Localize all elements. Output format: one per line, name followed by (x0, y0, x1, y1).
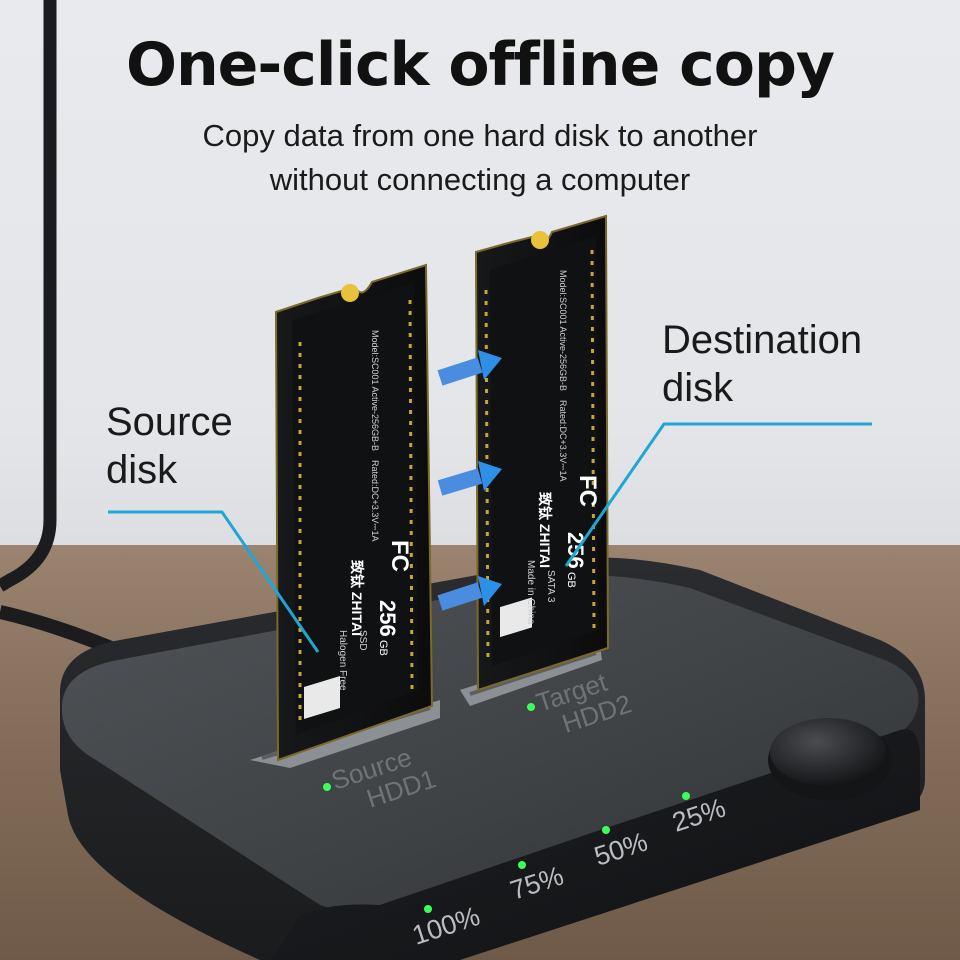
subheadline-line2: without connecting a computer (269, 162, 691, 197)
copy-arrows (437, 350, 502, 611)
hdd2-status-led (527, 703, 535, 711)
source-ssd-capacity: 256 (375, 600, 400, 637)
source-ssd-type: SSD (357, 630, 368, 651)
destination-callout-line2: disk (662, 366, 734, 410)
destination-ssd-capacity-unit: GB (565, 572, 577, 588)
destination-ssd-rating: Rated:DC+3.3V⎓1A (558, 400, 568, 481)
source-ssd-halogen: Halogen Free (337, 630, 348, 691)
destination-callout-line1: Destination (662, 318, 863, 362)
source-callout-line (108, 510, 320, 653)
destination-ssd-origin: Made in China (525, 560, 536, 625)
destination-callout-line (564, 422, 872, 567)
source-ssd-fc-mark: FC (386, 540, 413, 572)
source-ssd: Model:SC001 Active-256GB-B Rated:DC+3.3V… (274, 263, 434, 762)
source-ssd-capacity-unit: GB (377, 640, 389, 656)
headline: One-click offline copy (125, 30, 835, 100)
docking-station (60, 557, 925, 960)
source-callout-line2: disk (106, 448, 178, 492)
source-ssd-qr-icon (304, 676, 340, 720)
destination-disk-callout: Destination disk (662, 316, 862, 412)
copy-arrow-icon (437, 350, 502, 386)
destination-ssd-interface: SATA 3 (545, 570, 556, 603)
source-disk-callout: Source disk (106, 398, 233, 494)
source-callout-line1: Source (106, 400, 233, 444)
source-ssd-brand: 致钛 ZHITAI (349, 560, 365, 636)
subheadline-line1: Copy data from one hard disk to another (202, 118, 758, 153)
destination-ssd-model: Model:SC001 Active-256GB-B (558, 270, 568, 391)
destination-ssd-fc-mark: FC (574, 475, 601, 507)
source-ssd-label: Model:SC001 Active-256GB-B Rated:DC+3.3V… (337, 330, 413, 691)
destination-ssd: Model:SC001 Active-256GB-B Rated:DC+3.3V… (474, 214, 610, 692)
copy-arrow-icon (437, 576, 502, 611)
destination-ssd-qr-icon (500, 597, 532, 638)
source-ssd-model: Model:SC001 Active-256GB-B (370, 330, 380, 451)
copy-arrow-icon (437, 461, 502, 496)
destination-ssd-brand: 致钛 ZHITAI (537, 492, 553, 568)
one-click-copy-button[interactable] (768, 718, 892, 800)
hdd1-status-led (323, 783, 331, 791)
source-ssd-rating: Rated:DC+3.3V⎓1A (370, 460, 380, 541)
